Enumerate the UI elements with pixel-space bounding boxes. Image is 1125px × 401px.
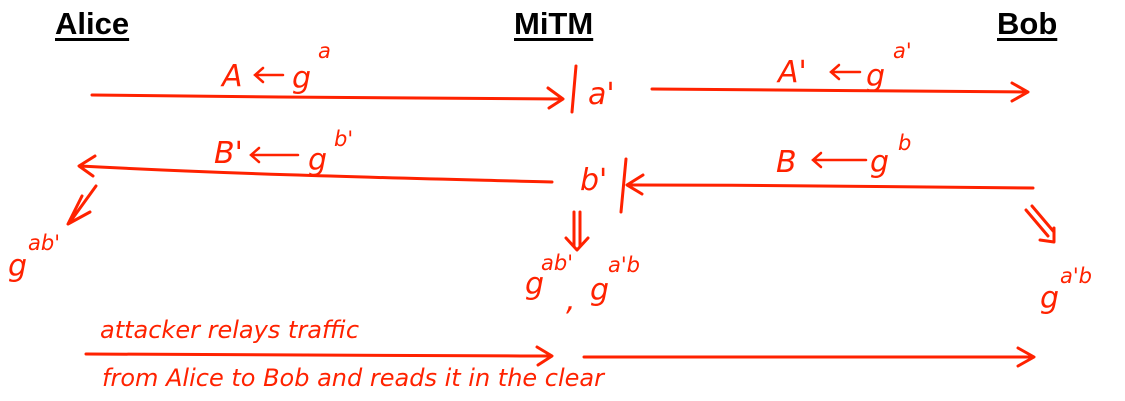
mitm-key-1-base: g bbox=[525, 267, 544, 302]
mitm-key-2-base: g bbox=[590, 273, 609, 308]
label-A-prime: A' bbox=[776, 55, 807, 90]
label-A-prime-exp: a' bbox=[893, 39, 912, 63]
bob-key-base: g bbox=[1040, 281, 1059, 316]
label-B-prime-exp: b' bbox=[334, 127, 353, 151]
assign-arrow-B bbox=[811, 151, 868, 169]
note-line-2: from Alice to Bob and reads it in the cl… bbox=[102, 364, 606, 392]
mitm-keys-separator: , bbox=[566, 283, 576, 318]
label-A-prime-base: g bbox=[866, 59, 885, 94]
note-line-1: attacker relays traffic bbox=[100, 316, 359, 344]
alice-header: Alice bbox=[55, 6, 130, 41]
bob-derive-arrow bbox=[1024, 204, 1056, 244]
bob-header: Bob bbox=[997, 6, 1058, 41]
assign-arrow-B-prime bbox=[249, 146, 300, 164]
label-B-prime-base: g bbox=[308, 143, 327, 178]
assign-arrow-A bbox=[253, 66, 285, 84]
mitm-intercept-bar-bottom bbox=[619, 157, 628, 214]
mitm-key-1-exp: ab' bbox=[541, 251, 573, 275]
mitm-key-2-exp: a'b bbox=[608, 253, 640, 277]
label-A-exp: a bbox=[318, 39, 331, 63]
alice-derive-arrow bbox=[66, 184, 98, 226]
assign-arrow-A-prime bbox=[829, 63, 862, 81]
label-A: A bbox=[220, 59, 243, 94]
mitm-secret-a: a' bbox=[588, 77, 615, 112]
relay-underline-arrow-left bbox=[84, 345, 554, 367]
mitm-to-bob-arrow bbox=[650, 81, 1030, 103]
alice-key-base: g bbox=[8, 249, 27, 284]
relay-arrow-right bbox=[582, 346, 1036, 368]
bob-key-exp: a'b bbox=[1060, 264, 1092, 288]
mitm-intercept-bar-top bbox=[570, 64, 578, 114]
label-B: B bbox=[776, 145, 797, 180]
bob-to-mitm-arrow bbox=[625, 173, 1035, 196]
mitm-derive-arrow bbox=[564, 210, 590, 252]
label-B-prime: B' bbox=[214, 136, 243, 171]
alice-to-mitm-arrow bbox=[90, 86, 565, 110]
label-A-base: g bbox=[292, 61, 311, 96]
label-B-exp: b bbox=[898, 131, 911, 155]
alice-key-exp: ab' bbox=[28, 231, 60, 255]
label-B-base: g bbox=[870, 145, 889, 180]
mitm-header: MiTM bbox=[514, 6, 594, 41]
mitm-to-alice-arrow bbox=[77, 154, 554, 184]
mitm-secret-b: b' bbox=[580, 163, 607, 198]
